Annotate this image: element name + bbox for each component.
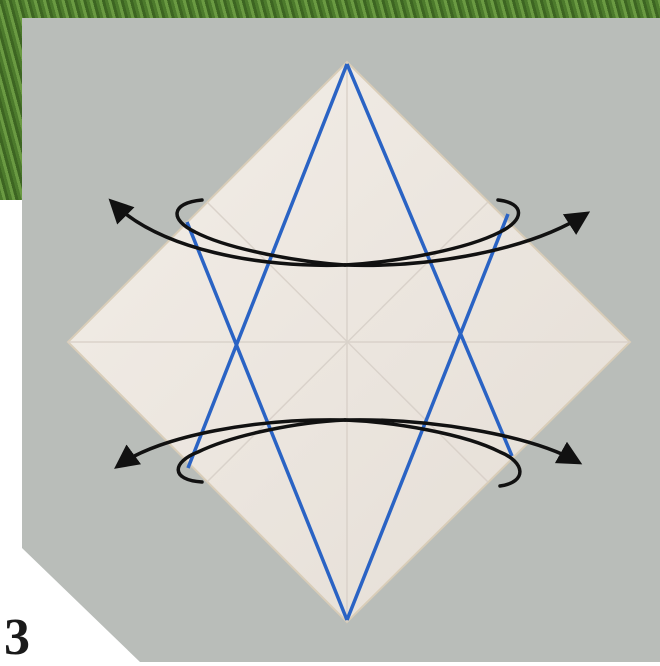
step-number: 3 — [4, 612, 30, 664]
